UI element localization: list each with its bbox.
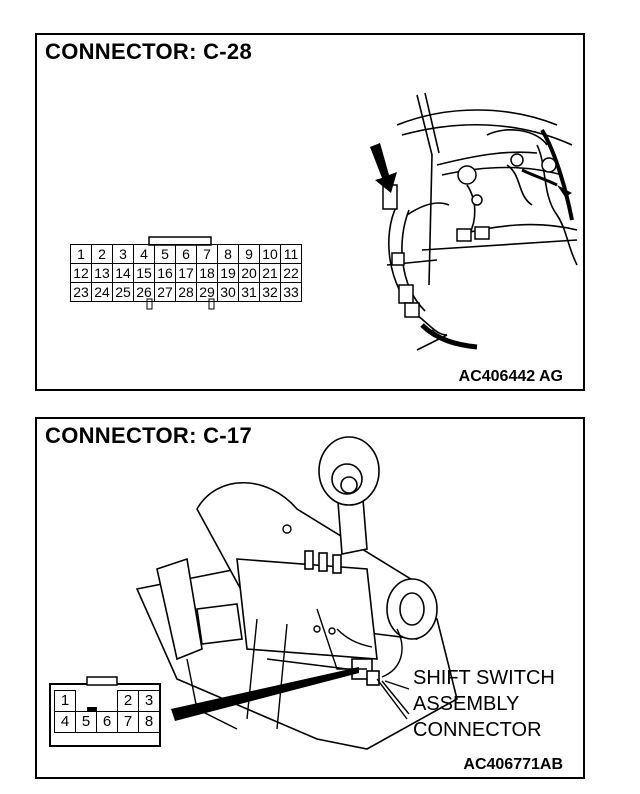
pin: 15 <box>133 263 155 283</box>
figure-code-c28: AC406442 AG <box>458 368 563 385</box>
pin: 3 <box>138 690 160 712</box>
pointer-icon <box>171 667 359 721</box>
pin: 5 <box>75 711 97 733</box>
pin: 29 <box>196 282 218 302</box>
pin-gap <box>76 691 97 712</box>
pin-row: 4 5 6 7 8 <box>54 711 160 733</box>
pin: 20 <box>238 263 260 283</box>
pin: 14 <box>112 263 134 283</box>
pin: 13 <box>91 263 113 283</box>
pin-row: 1 2 3 4 5 6 7 8 9 10 11 <box>70 244 302 264</box>
pin: 2 <box>117 690 139 712</box>
pin: 26 <box>133 282 155 302</box>
pin-row: 23 24 25 26 27 28 29 30 31 32 33 <box>70 282 302 302</box>
callout-line: SHIFT SWITCH <box>413 667 555 689</box>
pin: 18 <box>196 263 218 283</box>
pin: 16 <box>154 263 176 283</box>
arrow-icon <box>370 143 397 193</box>
pin: 24 <box>91 282 113 302</box>
callout-line: ASSEMBLY <box>413 693 520 715</box>
connector-c17-title: CONNECTOR: C-17 <box>45 423 253 448</box>
connector-c28-pin-table: 1 2 3 4 5 6 7 8 9 10 11 12 13 14 15 16 1… <box>70 244 302 302</box>
connector-c17-panel: CONNECTOR: C-17 <box>35 417 585 779</box>
pin: 31 <box>238 282 260 302</box>
pin-gap <box>97 691 118 712</box>
connector-c28-title: CONNECTOR: C-28 <box>45 39 253 64</box>
callout-line: CONNECTOR <box>413 719 542 741</box>
pin: 33 <box>280 282 302 302</box>
figure-code-c17: AC406771AB <box>463 756 563 773</box>
pin: 32 <box>259 282 281 302</box>
pin: 7 <box>117 711 139 733</box>
pin: 19 <box>217 263 239 283</box>
pin: 11 <box>280 244 302 264</box>
shift-switch-callout: SHIFT SWITCH ASSEMBLY CONNECTOR <box>413 665 555 743</box>
pin: 8 <box>138 711 160 733</box>
connector-c17-pin-table: 1 2 3 4 5 6 7 8 <box>54 690 160 733</box>
dashboard-harness-illustration <box>370 92 578 351</box>
pin-row: 1 2 3 <box>54 690 160 712</box>
pin: 4 <box>54 711 76 733</box>
connector-c28-panel: CONNECTOR: C-28 1 2 3 4 5 6 7 8 9 10 11 … <box>35 33 585 391</box>
pin: 1 <box>54 690 76 712</box>
pin: 6 <box>96 711 118 733</box>
pin: 27 <box>154 282 176 302</box>
shift-lever-illustration <box>135 436 458 750</box>
